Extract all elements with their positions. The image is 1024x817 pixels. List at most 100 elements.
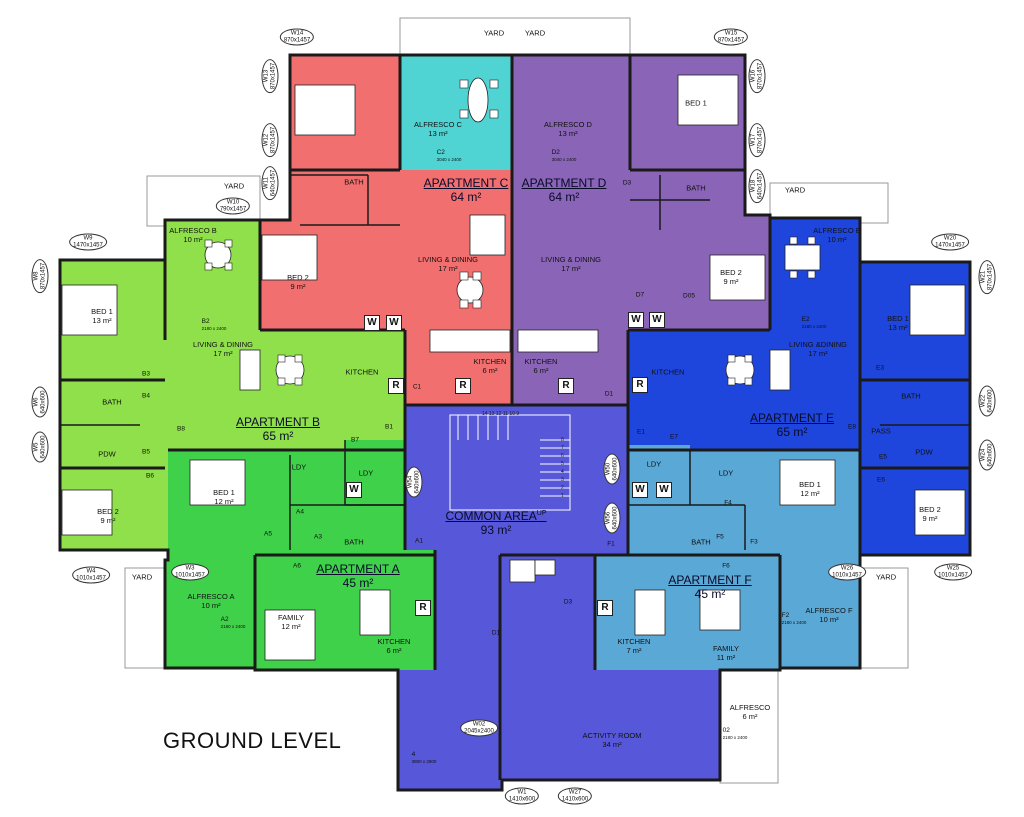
apartment-c-zone bbox=[260, 55, 512, 405]
apartment-f-area: 45 m² bbox=[694, 587, 726, 601]
door-tag: D05 bbox=[683, 292, 695, 300]
apartment-e-title: APARTMENT E 65 m² bbox=[750, 411, 834, 439]
room-a-bath: BATH bbox=[344, 537, 364, 547]
washer-icon: W bbox=[628, 312, 644, 328]
door-tag: B6 bbox=[146, 472, 154, 480]
door-tag: D1 bbox=[604, 390, 614, 398]
apartment-d-area: 64 m² bbox=[548, 190, 580, 204]
room-f-bath: BATH bbox=[691, 537, 711, 547]
fridge-icon: R bbox=[597, 600, 613, 616]
door-tag: B4 bbox=[142, 392, 150, 400]
yard-label: YARD bbox=[223, 181, 245, 191]
room-c-bath: BATH bbox=[344, 177, 364, 187]
washer-icon: W bbox=[346, 482, 362, 498]
room-e-pdw: PDW bbox=[915, 447, 933, 457]
door-tag: A6 bbox=[293, 562, 301, 570]
stair-number: 3 bbox=[561, 477, 564, 483]
door-tag: E5 bbox=[879, 453, 887, 461]
yard-label: YARD bbox=[524, 28, 546, 38]
door-tag: E6 bbox=[877, 476, 885, 484]
common-area-name: COMMON AREAUP bbox=[445, 509, 547, 523]
fridge-icon: R bbox=[558, 378, 574, 394]
room-b-pdw: PDW bbox=[98, 449, 116, 459]
apartment-b-name: APARTMENT B bbox=[235, 415, 321, 429]
stair-number: 8 bbox=[561, 437, 564, 443]
apartment-c-name: APARTMENT C bbox=[423, 176, 509, 190]
apartment-d-zone bbox=[512, 55, 770, 405]
apartment-a-name: APARTMENT A bbox=[316, 562, 400, 576]
washer-icon: W bbox=[386, 315, 402, 331]
apartment-f-title: APARTMENT F 45 m² bbox=[668, 573, 751, 601]
thin-walls bbox=[60, 174, 970, 550]
door-tag: B7 bbox=[351, 436, 359, 444]
common-area-up-marker: UP bbox=[536, 510, 547, 517]
door-tag: F3 bbox=[750, 538, 758, 546]
room-e-ldy: LDY bbox=[646, 459, 662, 469]
room-e-bath: BATH bbox=[901, 391, 921, 401]
door-tag: D3 bbox=[622, 179, 632, 187]
stair-number: 7 bbox=[561, 445, 564, 451]
apartment-e-zone bbox=[628, 218, 970, 555]
furniture bbox=[61, 74, 966, 661]
apartment-c-title: APARTMENT C 64 m² bbox=[424, 176, 509, 204]
apartment-f-name: APARTMENT F bbox=[668, 573, 752, 587]
door-tag: E7 bbox=[670, 433, 678, 441]
chairs bbox=[204, 79, 816, 386]
door-tag: B1 bbox=[385, 423, 393, 431]
room-d-bath: BATH bbox=[686, 183, 706, 193]
door-tag: D1 bbox=[491, 629, 501, 637]
room-b-kitchen: KITCHEN bbox=[345, 367, 379, 377]
plan-title: GROUND LEVEL bbox=[163, 728, 342, 753]
yard-label: YARD bbox=[483, 28, 505, 38]
room-e-pass: PASS bbox=[871, 426, 891, 436]
door-tag: B3 bbox=[142, 370, 150, 378]
door-tag: A4 bbox=[296, 508, 304, 516]
door-tag: E8 bbox=[848, 423, 856, 431]
stair-numbers-top: 14 13 12 11 10 9 bbox=[482, 411, 520, 417]
apartment-d-title: APARTMENT D 64 m² bbox=[522, 176, 607, 204]
apartment-e-area: 65 m² bbox=[776, 425, 808, 439]
fridge-icon: R bbox=[632, 377, 648, 393]
common-area-area: 93 m² bbox=[480, 523, 512, 537]
room-d-bed1: BED 1 bbox=[685, 98, 707, 108]
